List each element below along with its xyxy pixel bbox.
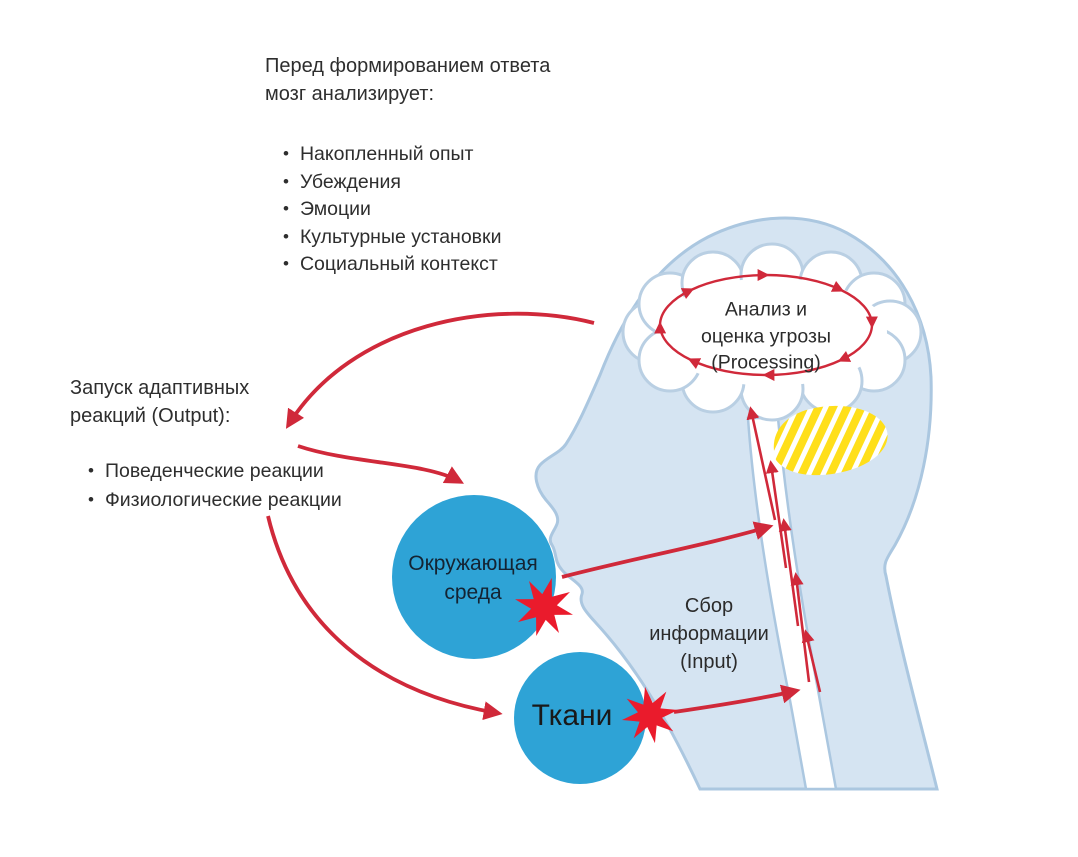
output-title-line2: реакций (Output): [70,405,231,427]
tissues-circle [514,652,646,784]
cerebellum-hatched-shape [773,405,888,476]
spinal-canal [746,416,838,791]
list-item: •Убеждения [283,170,401,193]
analysis-title-line1: Перед формированием ответа [265,55,551,77]
arrow-brain-to-output [285,311,595,429]
arrow-output-to-tissues [266,515,503,721]
analysis-text-block: Перед формированием ответа мозг анализир… [265,52,550,279]
list-item: •Физиологические реакции [88,489,342,511]
tissues-circle-label: Ткани [531,699,613,732]
environment-circle [392,495,556,659]
input-label: Сбор информации (Input) [649,595,769,673]
environment-circle-label: Окружающая среда [408,552,538,604]
list-item: •Культурные установки [283,225,502,248]
output-list: •Поведенческие реакции •Физиологические … [88,457,342,515]
analysis-list: •Накопленный опыт •Убеждения •Эмоции •Ку… [283,141,550,279]
spine-input-arrows [746,406,822,693]
arrow-tissues-to-spine [673,684,801,714]
arrow-environment-to-spine [561,521,774,579]
arrow-output-to-environment [297,444,465,484]
list-item: •Поведенческие реакции [88,460,324,482]
output-text-block: Запуск адаптивных реакций (Output): •Пов… [70,374,342,515]
analysis-title-line2: мозг анализирует: [265,83,434,105]
processing-label: Анализ и оценка угрозы (Processing) [701,298,831,374]
processing-loop-arrows [654,269,878,381]
output-title-line1: Запуск адаптивных [70,377,250,399]
list-item: •Эмоции [283,198,371,221]
list-item: •Накопленный опыт [283,143,474,165]
list-item: •Социальный контекст [283,253,498,276]
